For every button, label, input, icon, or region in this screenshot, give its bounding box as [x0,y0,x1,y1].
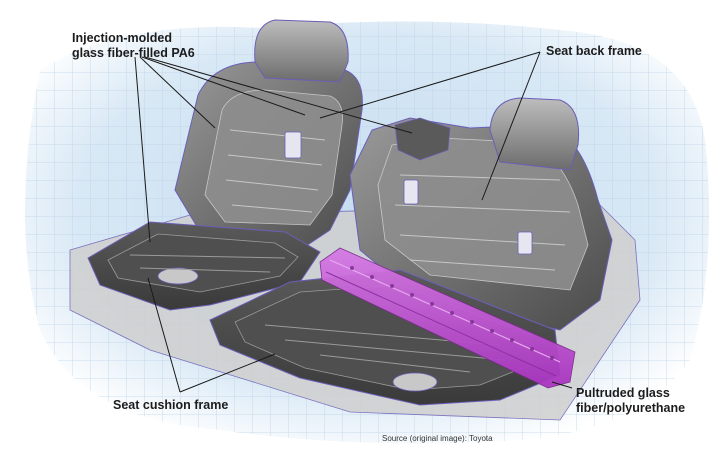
label-injection-line1: Injection-molded [72,31,172,45]
label-seat-back-frame: Seat back frame [546,44,642,59]
label-injection-molded: Injection-molded glass fiber-filled PA6 [72,31,195,61]
left-seat-cushion [87,221,321,311]
label-seat-cushion-text: Seat cushion frame [113,398,229,412]
label-injection-line2: glass fiber-filled PA6 [72,46,195,60]
pultruded-beam [319,247,576,389]
label-pultruded-line1: Pultruded glass [576,386,670,400]
label-seat-cushion-frame: Seat cushion frame [113,398,228,413]
label-seat-back-text: Seat back frame [546,44,642,58]
leader-lines [134,51,573,393]
label-pultruded-line2: fiber/polyurethane [576,401,686,415]
source-credit: Source (original image): Toyota [382,434,493,443]
right-seat-cushion [209,269,561,406]
label-pultruded: Pultruded glass fiber/polyurethane [576,386,685,416]
left-seat-back [174,19,363,251]
